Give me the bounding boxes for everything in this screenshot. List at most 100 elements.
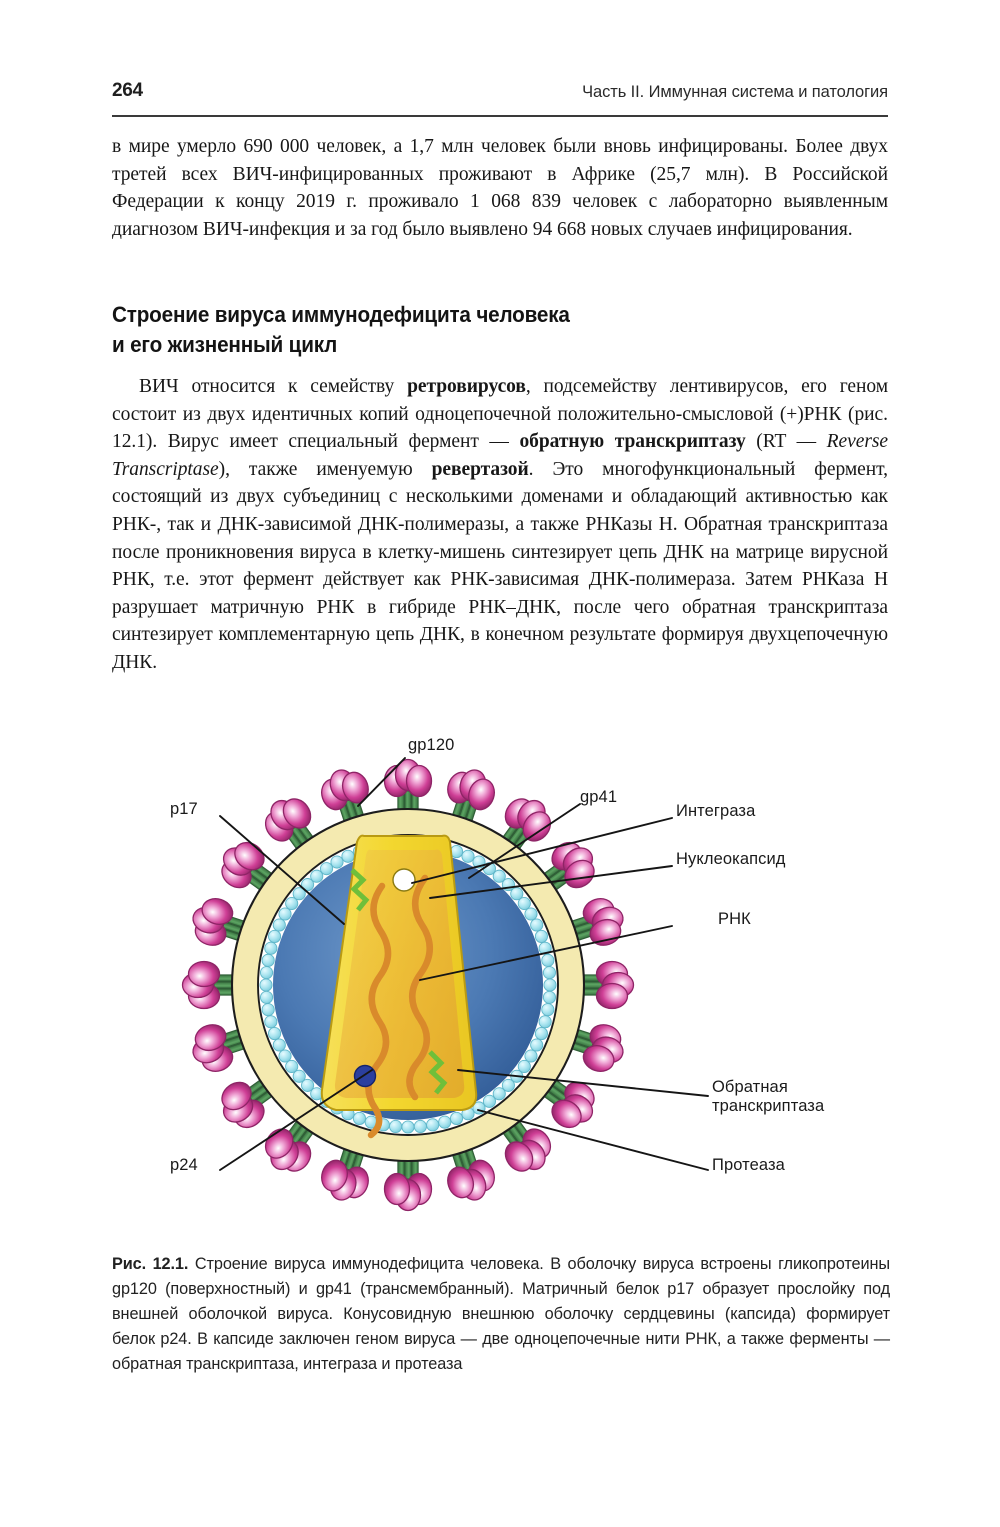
leader-gp41 <box>468 803 581 879</box>
matrix-bead <box>543 978 557 992</box>
leader-integrase <box>411 817 673 884</box>
figure-label-integrase: Интеграза <box>676 802 756 820</box>
matrix-bead <box>292 1069 306 1083</box>
running-title: Часть II. Иммунная система и патология <box>582 83 888 101</box>
matrix-bead <box>272 1038 286 1052</box>
matrix-bead <box>341 849 355 863</box>
p2-segment-4: ), также именуемую <box>218 458 432 480</box>
header-rule <box>112 115 888 117</box>
matrix-bead <box>538 1015 552 1029</box>
matrix-bead <box>264 1015 278 1029</box>
matrix-bead <box>352 1111 366 1125</box>
spike-head-gp120 <box>234 841 265 871</box>
p2-bold-retroviruses: ретровирусов <box>407 376 526 397</box>
paragraph-intro-text: в мире умерло 690 000 человек, а 1,7 млн… <box>112 136 888 240</box>
reverse-transcriptase-icon-2 <box>428 1050 448 1095</box>
matrix-bead <box>524 1049 538 1063</box>
matrix-bead <box>413 1119 427 1134</box>
matrix-bead <box>285 897 299 911</box>
p2-segment-3: (RT — <box>745 431 827 453</box>
matrix-bead <box>389 1119 403 1134</box>
matrix-bead <box>261 953 275 967</box>
paragraph-intro: в мире умерло 690 000 человек, а 1,7 млн… <box>112 133 888 243</box>
p2-segment-1: ВИЧ относится к семейству <box>139 376 408 397</box>
p2-segment-5: . Это многофункциональный фермент, состо… <box>112 458 888 673</box>
matrix-bead <box>272 918 286 932</box>
matrix-bead <box>285 1059 299 1073</box>
matrix-bead <box>268 929 282 943</box>
matrix-bead <box>534 929 548 943</box>
figure-label-p24: p24 <box>170 1156 198 1174</box>
section-heading: Строение вируса иммунодефицита человека … <box>112 300 756 360</box>
spike-head-gp120 <box>447 1166 475 1199</box>
running-head: 264 Часть II. Иммунная система и патолог… <box>112 80 888 114</box>
matrix-bead <box>278 1049 292 1063</box>
leader-lines <box>219 757 709 1171</box>
spike-head-gp120 <box>551 1099 582 1129</box>
figure-label-nucleocapsid: Нуклеокапсид <box>676 850 786 868</box>
matrix-bead <box>268 1027 282 1041</box>
figure-label-reverse-transcriptase: Обратная транскриптаза <box>712 1078 882 1116</box>
matrix-bead <box>320 862 334 876</box>
matrix-bead <box>501 1078 515 1092</box>
figure-label-p17: p17 <box>170 800 198 818</box>
figure-label-rt-line2: транскриптаза <box>712 1097 825 1115</box>
matrix-bead <box>461 849 475 863</box>
matrix-bead <box>301 878 315 892</box>
matrix-bead <box>426 1118 440 1132</box>
matrix-bead <box>510 887 524 901</box>
leader-p24 <box>219 1069 373 1171</box>
leader-p17 <box>219 815 345 925</box>
rna-strand-1 <box>365 882 392 1139</box>
protease-marker <box>353 1064 377 1088</box>
matrix-bead <box>264 941 278 955</box>
figure-label-gp120: gp120 <box>408 736 455 754</box>
matrix-bead <box>534 1027 548 1041</box>
leader-protease <box>477 1109 709 1171</box>
p2-bold-reverse-transcriptase: обратную транскриптазу <box>519 431 746 453</box>
p2-italic-reverse-transcriptase-en: Reverse Transcriptase <box>112 431 888 480</box>
figure-label-rt-line1: Обратная <box>712 1078 788 1096</box>
matrix-bead <box>450 1111 464 1125</box>
matrix-bead <box>517 897 531 911</box>
matrix-bead <box>330 855 344 869</box>
integrase-marker <box>392 868 416 892</box>
figure-caption-number: Рис. 12.1. <box>112 1255 189 1273</box>
spike-head-gp120 <box>187 960 221 988</box>
matrix-bead <box>259 978 273 992</box>
spike-head-gp120 <box>194 1024 227 1052</box>
page-number: 264 <box>112 80 143 101</box>
matrix-bead <box>530 918 544 932</box>
section-heading-line-1: Строение вируса иммунодефицита человека <box>112 302 570 327</box>
matrix-bead <box>482 1094 496 1108</box>
spike-head-gp120 <box>282 798 312 829</box>
spike-head-gp120 <box>341 771 369 804</box>
spike-head-gp120 <box>201 898 234 925</box>
spike-head-gp120 <box>405 764 433 798</box>
leader-reverse-transcriptase <box>457 1069 709 1097</box>
hiv-virion-illustration <box>181 757 709 1212</box>
matrix-bead <box>542 990 557 1004</box>
spike-head-gp120 <box>504 1141 534 1172</box>
matrix-bead <box>438 1115 452 1129</box>
matrix-bead <box>292 887 306 901</box>
matrix-bead <box>259 966 274 980</box>
p2-segment-2: , подсемейству лентивирусов, его геном с… <box>112 376 889 453</box>
matrix-bead <box>541 953 555 967</box>
spike-head-gp120 <box>582 1045 615 1072</box>
figure-hiv-virion: gp120 gp41 Интеграза Нуклеокапсид РНК Об… <box>112 718 888 1248</box>
matrix-bead <box>492 1087 506 1101</box>
matrix-bead <box>538 941 552 955</box>
spike-head-gp120 <box>321 1159 348 1192</box>
spike-head-gp120 <box>468 778 495 811</box>
rna-strand-2 <box>406 874 433 1101</box>
matrix-bead <box>301 1078 315 1092</box>
figure-label-rna: РНК <box>718 910 751 928</box>
capsid-inner-shading <box>334 849 465 1098</box>
leader-nucleocapsid <box>429 865 673 899</box>
section-heading-line-2: и его жизненный цикл <box>112 332 338 357</box>
spike-head-gp120 <box>564 859 595 889</box>
paragraph-hiv-structure: ВИЧ относится к семейству ретровирусов, … <box>112 373 888 677</box>
matrix-bead <box>530 1038 544 1052</box>
